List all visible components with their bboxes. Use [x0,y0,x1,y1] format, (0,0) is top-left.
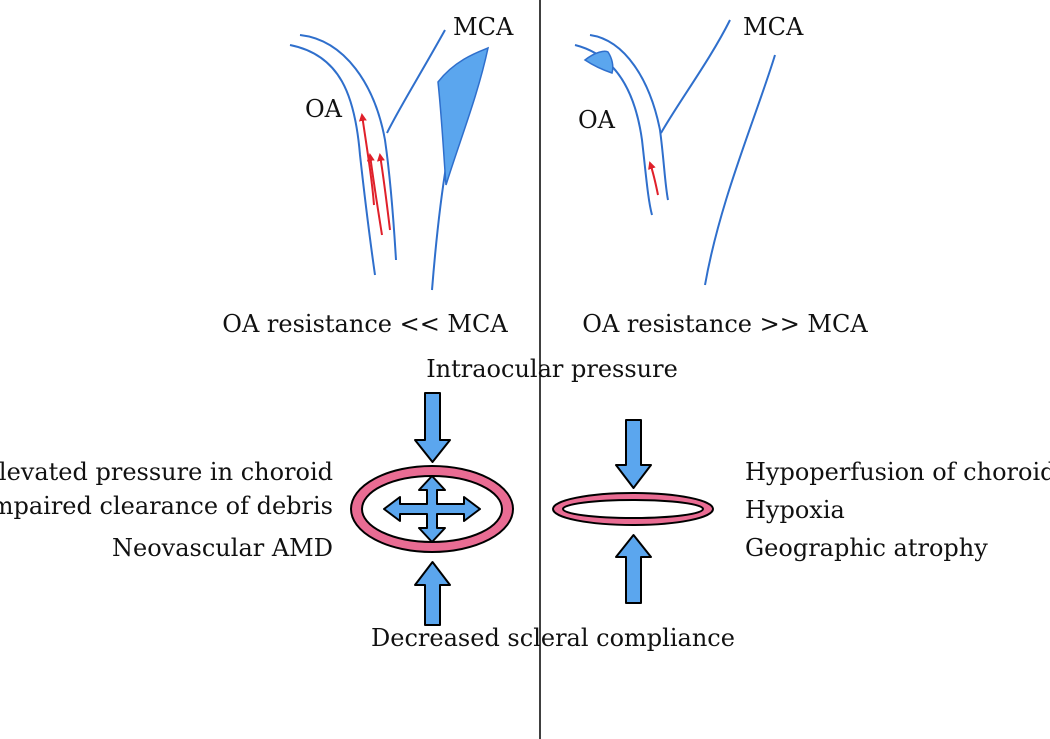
right-flow-arrow [648,161,659,196]
left-pressure-diagram [350,392,514,626]
left-flow-arrow-3 [376,153,391,231]
left-bottom-pressure-arrow [414,561,451,626]
left-flow-arrow-1 [358,113,375,206]
left-expansion-four-way-arrow [383,475,481,543]
left-oa-outer-wall [289,44,376,276]
left-resistance-caption: OA resistance << MCA [222,310,508,338]
right-oa-label: OA [578,106,616,134]
left-flow-arrow-2 [366,153,383,236]
right-vessel-diagram [574,19,776,286]
right-resistance-caption: OA resistance >> MCA [582,310,868,338]
intraocular-pressure-label: Intraocular pressure [426,355,678,383]
right-effect-3: Geographic atrophy [745,534,988,562]
left-mca-branch [386,29,446,134]
scleral-compliance-label: Decreased scleral compliance [371,624,735,652]
left-mca-filled-lumen [437,46,490,186]
right-oa-filled-lumen [583,50,614,74]
left-oa-inner-wall [299,34,397,261]
left-effect-2: Impaired clearance of debris [0,492,333,520]
right-mca-vessel [704,54,776,286]
right-bottom-pressure-arrow [615,534,652,604]
right-oa-inner-wall [589,34,669,201]
right-top-pressure-arrow [615,419,652,489]
right-mca-label: MCA [743,13,804,41]
left-vessel-diagram [289,29,490,291]
left-mca-label: MCA [453,13,514,41]
left-oa-label: OA [305,95,343,123]
left-effect-3: Neovascular AMD [112,534,333,562]
left-effect-1: Elevated pressure in choroid [0,458,333,486]
right-effect-2: Hypoxia [745,496,845,524]
right-pressure-diagram [552,419,714,604]
right-effect-1: Hypoperfusion of choroid [745,458,1050,486]
right-mca-branch [660,19,731,134]
left-top-pressure-arrow [414,392,451,463]
right-choroid-ring-inner [562,499,704,519]
